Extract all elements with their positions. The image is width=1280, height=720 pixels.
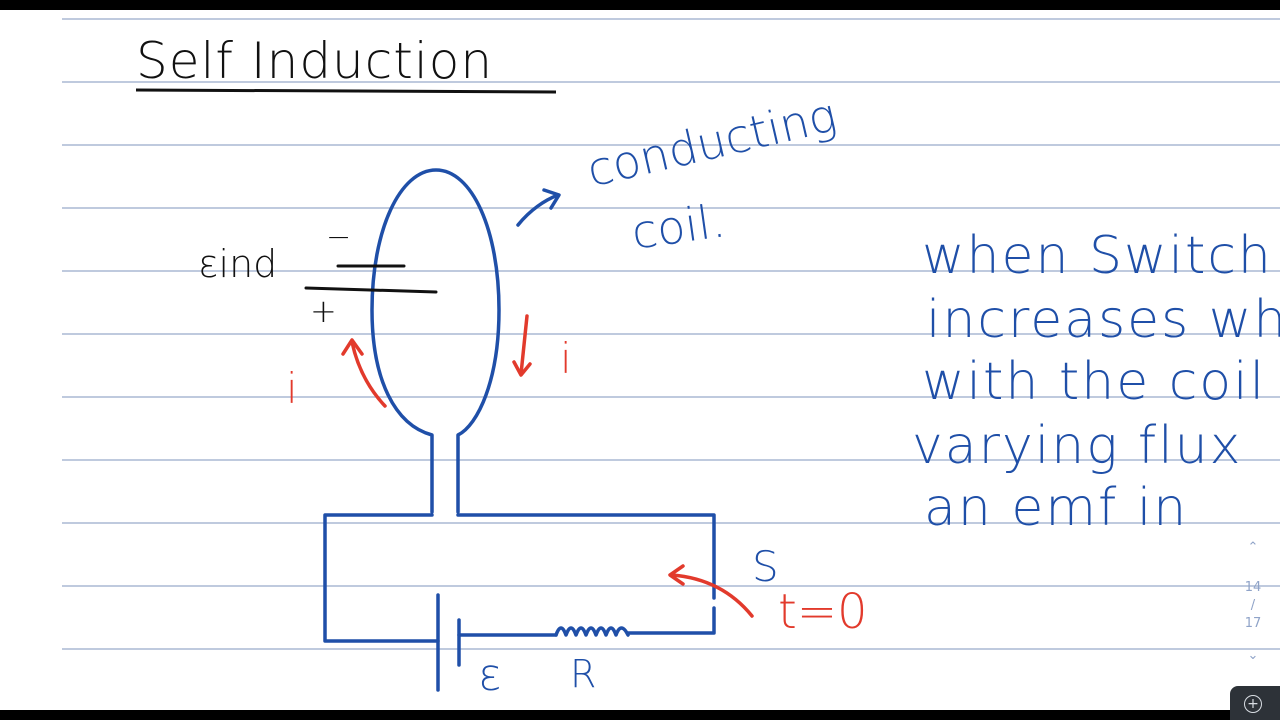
note-line: an emf in bbox=[924, 478, 1189, 538]
current-label-right: i bbox=[560, 334, 572, 383]
zoom-in-icon: + bbox=[1244, 695, 1262, 713]
page-separator: / bbox=[1250, 598, 1256, 613]
page-title: Self Induction bbox=[136, 32, 494, 90]
minus-sign: − bbox=[326, 220, 352, 255]
plus-sign: + bbox=[310, 292, 337, 330]
note-line: increases whi bbox=[926, 290, 1280, 350]
note-line: varying flux bbox=[912, 416, 1243, 476]
emf-label: εind bbox=[198, 242, 278, 286]
current-page-number: 14 bbox=[1244, 580, 1262, 595]
battery-label: ε bbox=[478, 650, 502, 701]
time-label: t=0 bbox=[778, 584, 868, 640]
note-line: when Switch bbox=[922, 226, 1273, 286]
zoom-button[interactable]: + bbox=[1230, 686, 1280, 720]
switch-label: S bbox=[752, 542, 779, 591]
chevron-up-icon[interactable]: ⌃ bbox=[1247, 540, 1259, 555]
current-label-left: i bbox=[286, 364, 298, 413]
total-pages: 17 bbox=[1244, 616, 1262, 631]
note-line: with the coil bbox=[922, 352, 1267, 412]
resistor-label: R bbox=[570, 652, 597, 696]
notebook-page: Self Induction bbox=[0, 10, 1280, 710]
page-navigator: ⌃ 14 / 17 ⌄ bbox=[1233, 540, 1273, 670]
chevron-down-icon[interactable]: ⌄ bbox=[1247, 648, 1259, 663]
